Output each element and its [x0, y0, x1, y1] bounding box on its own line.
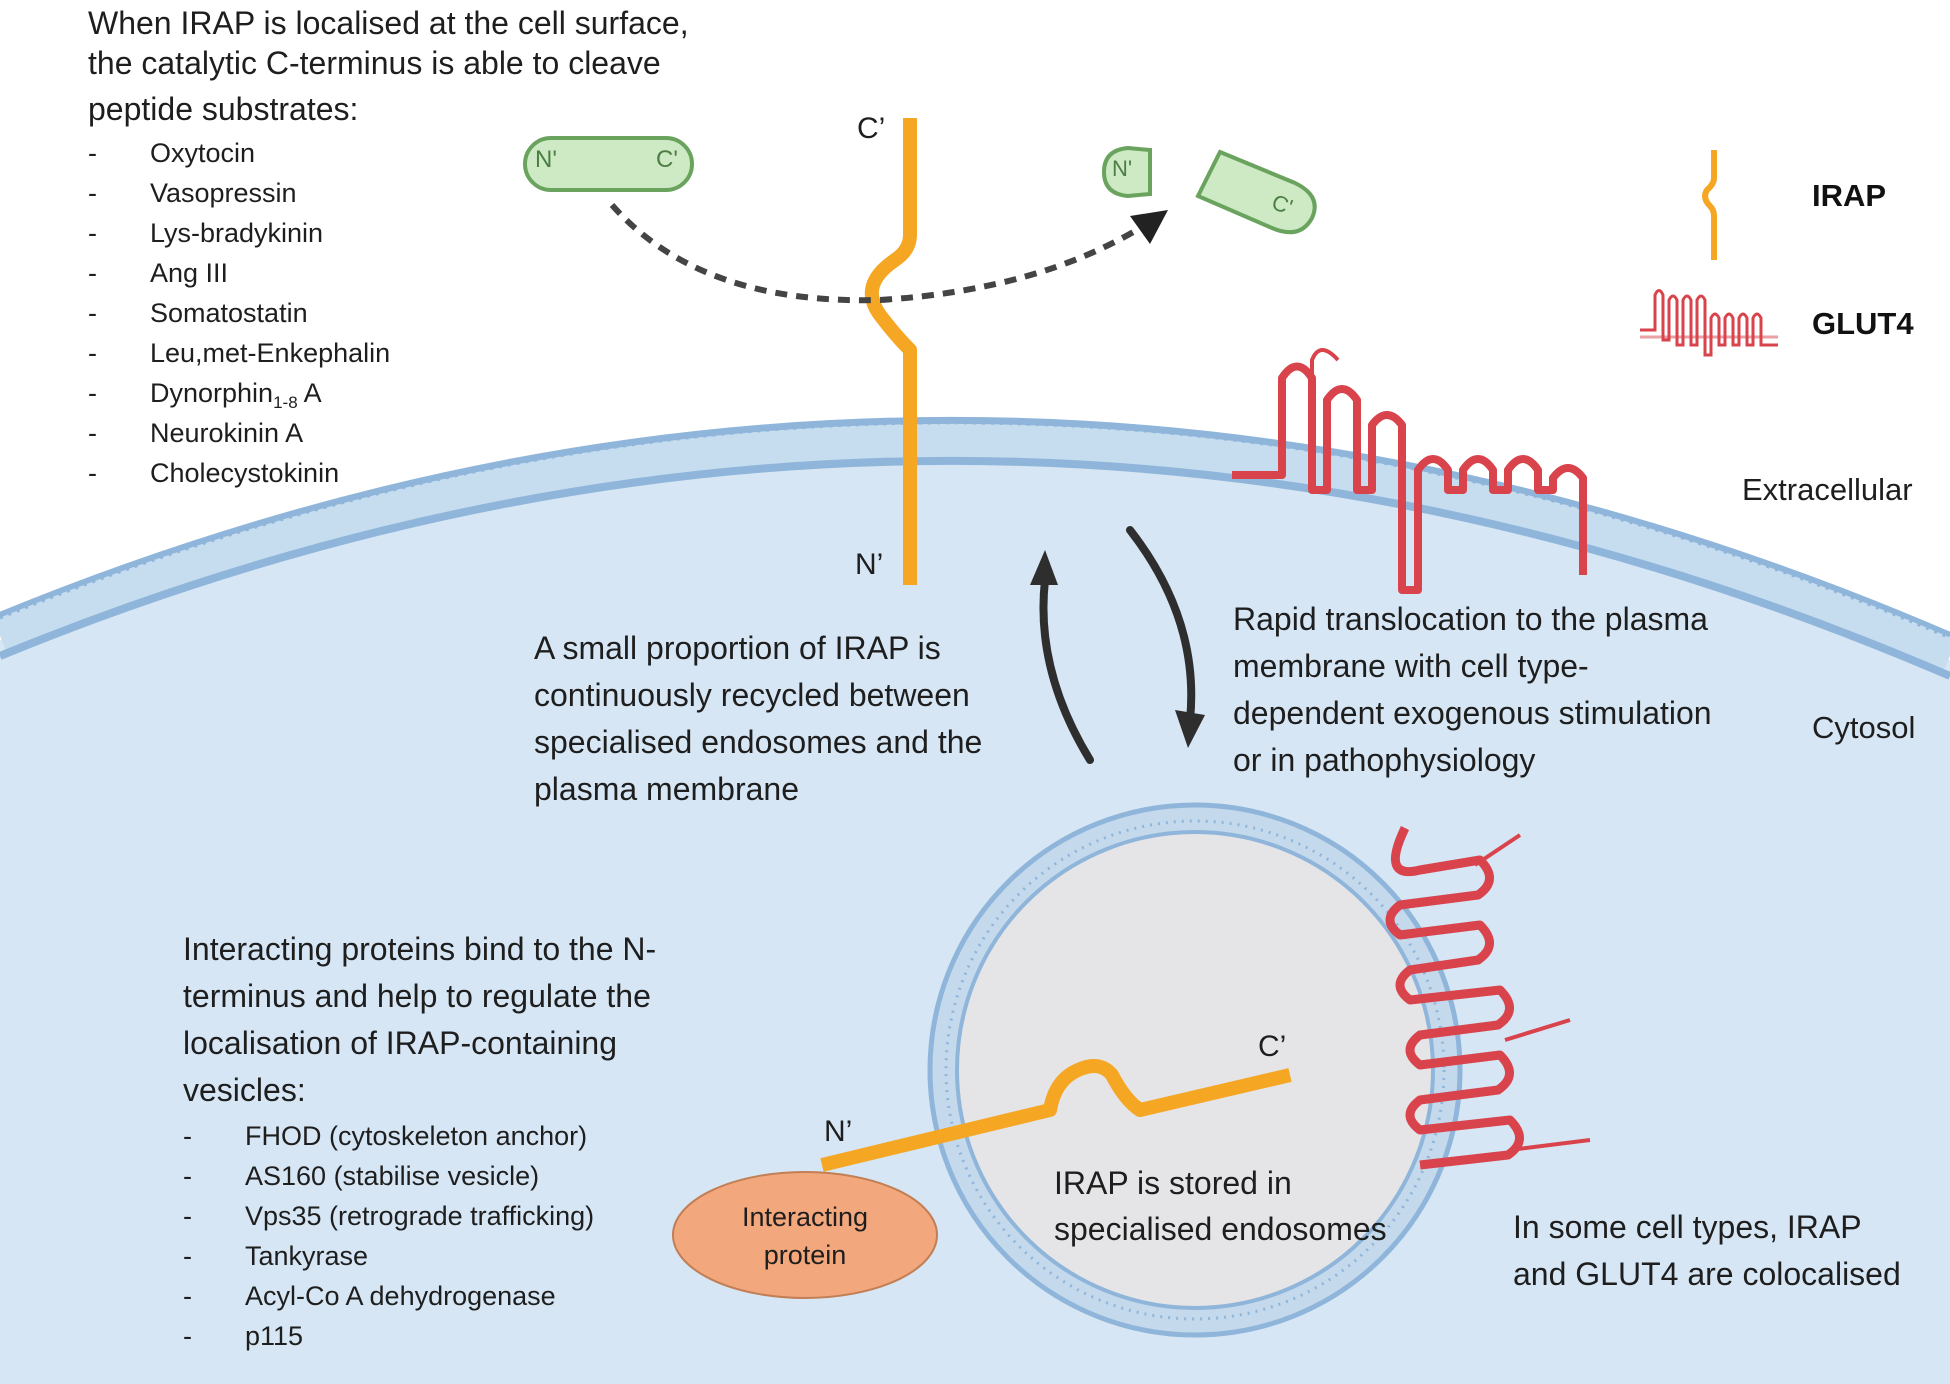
peptide-c-label: C': [656, 146, 678, 173]
top-text-line-2: the catalytic C-terminus is able to clea…: [88, 45, 661, 81]
interacting-text-line-4: vesicles:: [183, 1072, 306, 1108]
stored-text-line-1: IRAP is stored in: [1054, 1165, 1292, 1201]
colocalised-text-line-1: In some cell types, IRAP: [1513, 1209, 1862, 1245]
interacting-text-line-3: localisation of IRAP-containing: [183, 1025, 618, 1061]
recycling-text-line-3: specialised endosomes and the: [534, 724, 983, 760]
substrate-item: -Dynorphin1-8 A: [88, 378, 322, 412]
interacting-text-line-1: Interacting proteins bind to the N-: [183, 931, 657, 967]
legend-irap-icon: [1702, 150, 1717, 260]
translocation-text-line-2: membrane with cell type-: [1233, 648, 1589, 684]
substrate-item: -Oxytocin: [88, 138, 256, 168]
interacting-protein-shape: [672, 1171, 938, 1299]
stored-text-line-2: specialised endosomes: [1054, 1211, 1387, 1247]
colocalised-text-line-2: and GLUT4 are colocalised: [1513, 1256, 1901, 1292]
interacting-protein-label: Interacting protein: [741, 1202, 869, 1270]
translocation-text-line-3: dependent exogenous stimulation: [1233, 695, 1712, 731]
interactor-item: -AS160 (stabilise vesicle): [183, 1161, 540, 1191]
translocation-arrow-down: [1126, 526, 1196, 724]
legend-irap-label: IRAP: [1812, 178, 1887, 213]
translocation-text-line-4: or in pathophysiology: [1233, 742, 1536, 778]
cytosol-region: [0, 444, 1950, 1384]
recycling-arrow-up: [1039, 576, 1094, 764]
recycling-text-line-2: continuously recycled between: [534, 677, 970, 713]
interactor-item: -Acyl-Co A dehydrogenase: [183, 1281, 556, 1311]
irap-endosome-c-label: C’: [1258, 1030, 1287, 1063]
substrate-list: -Oxytocin -Vasopressin -Lys-bradykinin -…: [88, 133, 390, 493]
substrate-item: -Cholecystokinin: [88, 458, 340, 488]
top-text-line-3: peptide substrates:: [88, 91, 359, 127]
interactor-list: -FHOD (cytoskeleton anchor) -AS160 (stab…: [183, 1116, 594, 1356]
substrate-item: -Somatostatin: [88, 298, 308, 328]
recycling-text-line-1: A small proportion of IRAP is: [534, 630, 941, 666]
cleavage-arrow: [609, 203, 1147, 304]
irap-endosome-n-label: N’: [824, 1115, 853, 1148]
cleaved-n-label: N': [1112, 156, 1133, 181]
peptide-n-label: N': [535, 146, 557, 173]
irap-surface: [864, 118, 917, 585]
peptide-cleaved-c: [1195, 149, 1317, 235]
glut4-endosome: [1385, 826, 1524, 1170]
plasma-membrane: [0, 416, 1950, 640]
glut4-plasma-membrane: [1232, 362, 1587, 594]
cytosol-label: Cytosol: [1812, 710, 1916, 745]
legend-glut4-label: GLUT4: [1812, 306, 1914, 341]
substrate-item: -Leu,met-Enkephalin: [88, 338, 391, 368]
irap-surface-c-label: C’: [857, 112, 886, 145]
interactor-item: -Tankyrase: [183, 1241, 369, 1271]
irap-surface-n-label: N’: [855, 548, 884, 581]
interactor-item: -FHOD (cytoskeleton anchor): [183, 1121, 588, 1151]
extracellular-label: Extracellular: [1742, 472, 1913, 507]
peptide-intact: [523, 136, 694, 192]
irap-endosome: [820, 1059, 1292, 1172]
endosome-lumen: [955, 830, 1435, 1310]
legend-glut4-icon: [1640, 289, 1778, 357]
translocation-text-line-1: Rapid translocation to the plasma: [1233, 601, 1708, 637]
interactor-item: -Vps35 (retrograde trafficking): [183, 1201, 595, 1231]
substrate-item: -Neurokinin A: [88, 418, 304, 448]
recycling-text-line-4: plasma membrane: [534, 771, 799, 807]
substrate-item: -Lys-bradykinin: [88, 218, 324, 248]
substrate-item: -Ang III: [88, 258, 229, 288]
interacting-text-line-2: terminus and help to regulate the: [183, 978, 651, 1014]
interactor-item: -p115: [183, 1321, 304, 1351]
peptide-cleaved-n: [1101, 145, 1152, 199]
top-text-line-1: When IRAP is localised at the cell surfa…: [88, 5, 689, 41]
substrate-item: -Vasopressin: [88, 178, 297, 208]
